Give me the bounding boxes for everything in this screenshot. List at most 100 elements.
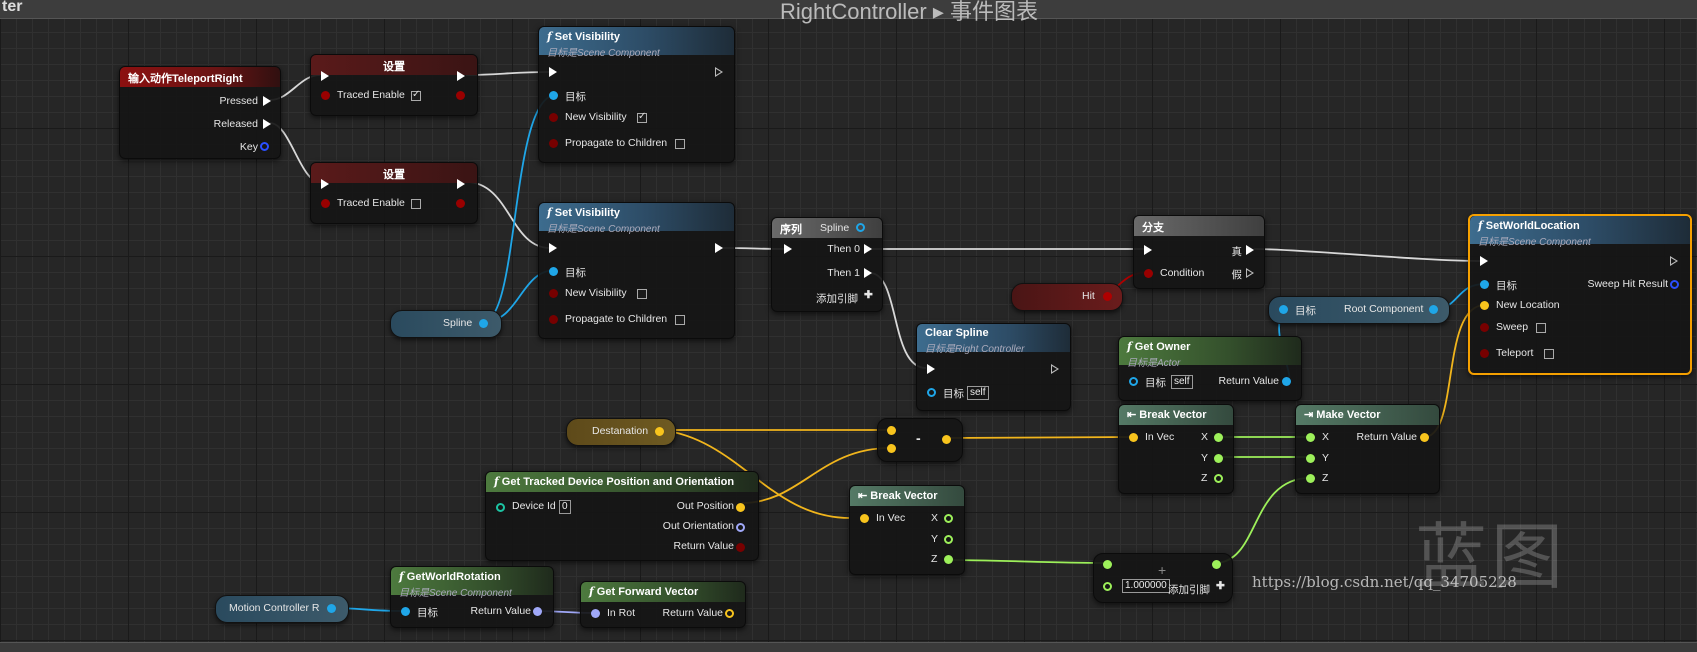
- target-pin[interactable]: [401, 607, 410, 616]
- spline-variable-node[interactable]: Spline: [390, 310, 502, 338]
- target-pin[interactable]: [549, 91, 558, 100]
- propagate-checkbox[interactable]: [675, 139, 685, 149]
- new-visibility-checkbox[interactable]: [637, 111, 647, 123]
- root-component-node[interactable]: 目标 Root Component: [1268, 296, 1450, 324]
- exec-out-pin[interactable]: [457, 179, 465, 189]
- traced-enable-out-pin[interactable]: [456, 91, 465, 100]
- break-vector-node-1[interactable]: ⇤ Break Vector In Vec X Y Z: [1118, 404, 1234, 494]
- exec-in-pin[interactable]: [1144, 245, 1152, 255]
- exec-in-pin[interactable]: [321, 71, 329, 81]
- exec-in-pin[interactable]: [549, 67, 557, 77]
- traced-enable-out-pin[interactable]: [456, 199, 465, 208]
- in-vec-pin[interactable]: [860, 514, 869, 523]
- hit-out-pin[interactable]: [1103, 292, 1112, 301]
- released-exec-pin[interactable]: [263, 119, 271, 129]
- destanation-variable-node[interactable]: Destanation: [566, 418, 676, 446]
- propagate-pin[interactable]: [549, 315, 558, 324]
- traced-enable-checkbox[interactable]: [411, 199, 421, 209]
- exec-out-pin[interactable]: [1670, 256, 1678, 266]
- out-position-pin[interactable]: [736, 503, 745, 512]
- return-value-pin[interactable]: [725, 609, 734, 618]
- then0-exec-pin[interactable]: [864, 244, 872, 254]
- exec-in-pin[interactable]: [321, 179, 329, 189]
- exec-in-pin[interactable]: [784, 244, 792, 254]
- z-pin[interactable]: [1214, 474, 1223, 483]
- a-pin[interactable]: [887, 426, 896, 435]
- get-forward-vector-node[interactable]: f Get Forward Vector In Rot Return Value: [580, 581, 746, 628]
- x-pin[interactable]: [1214, 433, 1223, 442]
- target-pin[interactable]: [1129, 377, 1138, 386]
- out-orientation-pin[interactable]: [736, 523, 745, 532]
- teleport-checkbox[interactable]: [1544, 349, 1554, 359]
- spline-out-pin[interactable]: [479, 319, 488, 328]
- y-pin[interactable]: [1306, 454, 1315, 463]
- sweep-pin[interactable]: [1480, 323, 1489, 332]
- x-pin[interactable]: [1306, 433, 1315, 442]
- traced-enable-pin[interactable]: [321, 91, 330, 100]
- target-pin[interactable]: [549, 267, 558, 276]
- subtract-node[interactable]: -: [877, 418, 963, 462]
- destanation-out-pin[interactable]: [655, 427, 664, 436]
- condition-pin[interactable]: [1144, 269, 1153, 278]
- motion-controller-variable-node[interactable]: Motion Controller R: [215, 595, 349, 623]
- result-pin[interactable]: [1212, 560, 1221, 569]
- new-visibility-pin[interactable]: [549, 113, 558, 122]
- input-action-teleport-right-node[interactable]: 输入动作TeleportRight Pressed Released Key: [119, 66, 281, 159]
- y-pin[interactable]: [944, 535, 953, 544]
- add-pin-icon[interactable]: ✚: [864, 289, 873, 301]
- new-visibility-pin[interactable]: [549, 289, 558, 298]
- self-field[interactable]: self: [1171, 375, 1193, 389]
- return-value-pin[interactable]: [1282, 377, 1291, 386]
- true-exec-pin[interactable]: [1246, 245, 1254, 255]
- z-pin[interactable]: [1306, 474, 1315, 483]
- sweep-checkbox[interactable]: [1536, 323, 1546, 333]
- y-pin[interactable]: [1214, 454, 1223, 463]
- target-pin[interactable]: [927, 388, 936, 397]
- make-vector-node[interactable]: ⇥ Make Vector X Return Value Y Z: [1295, 404, 1440, 494]
- sequence-node[interactable]: 序列 Spline Then 0 Then 1 添加引脚 ✚: [771, 217, 883, 312]
- exec-out-pin[interactable]: [715, 67, 723, 77]
- traced-enable-checkbox[interactable]: [411, 89, 421, 101]
- return-value-pin[interactable]: [533, 607, 542, 616]
- exec-in-pin[interactable]: [1480, 256, 1488, 266]
- self-field[interactable]: self: [967, 386, 989, 400]
- z-pin[interactable]: [944, 555, 953, 564]
- root-component-out-pin[interactable]: [1429, 305, 1438, 314]
- a-pin[interactable]: [1103, 560, 1112, 569]
- hit-variable-node[interactable]: Hit: [1011, 283, 1123, 311]
- return-value-pin[interactable]: [736, 543, 745, 552]
- device-id-pin[interactable]: [496, 503, 505, 512]
- key-pin[interactable]: [260, 142, 269, 151]
- break-vector-node-2[interactable]: ⇤ Break Vector In Vec X Y Z: [849, 485, 965, 575]
- exec-in-pin[interactable]: [927, 364, 935, 374]
- device-id-field[interactable]: 0: [559, 500, 571, 514]
- add-pin-label[interactable]: 添加引脚: [816, 293, 858, 305]
- b-pin[interactable]: [887, 444, 896, 453]
- breadcrumb[interactable]: RightController ▸ 事件图表: [780, 0, 1038, 24]
- add-pin-icon[interactable]: ✚: [1216, 580, 1225, 592]
- set-traced-enable-node-1[interactable]: 设置 Traced Enable: [310, 54, 478, 116]
- pressed-exec-pin[interactable]: [263, 96, 271, 106]
- b-value-field[interactable]: 1.000000: [1122, 579, 1170, 593]
- target-pin[interactable]: [1480, 280, 1489, 289]
- branch-node[interactable]: 分支 真 Condition 假: [1133, 215, 1265, 289]
- get-tracked-device-node[interactable]: f Get Tracked Device Position and Orient…: [485, 471, 759, 561]
- return-value-pin[interactable]: [1420, 433, 1429, 442]
- x-pin[interactable]: [944, 514, 953, 523]
- set-traced-enable-node-2[interactable]: 设置 Traced Enable: [310, 162, 478, 224]
- traced-enable-pin[interactable]: [321, 199, 330, 208]
- sweep-hit-result-pin[interactable]: [1670, 280, 1679, 289]
- propagate-checkbox[interactable]: [675, 315, 685, 325]
- exec-out-pin[interactable]: [1051, 364, 1059, 374]
- new-visibility-checkbox[interactable]: [637, 289, 647, 299]
- add-pin-label[interactable]: 添加引脚: [1168, 584, 1210, 596]
- teleport-pin[interactable]: [1480, 349, 1489, 358]
- result-pin[interactable]: [942, 435, 951, 444]
- motion-controller-out-pin[interactable]: [327, 604, 336, 613]
